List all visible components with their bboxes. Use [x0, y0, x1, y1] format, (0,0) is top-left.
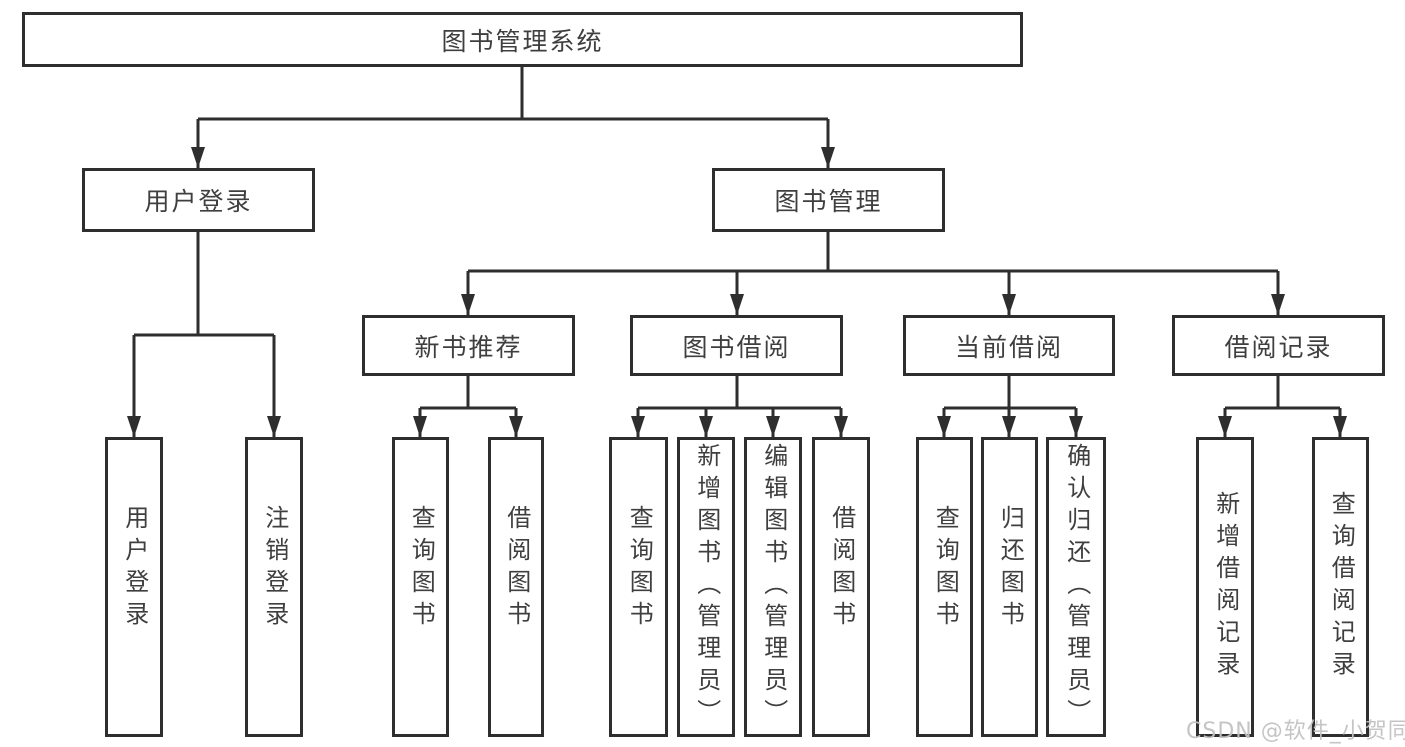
leaf-add-book-admin: 新增图书（管理员） — [677, 437, 735, 737]
leaf-borrow-book-1-label: 借阅图书 — [502, 505, 531, 633]
leaf-confirm-return-admin: 确认归还（管理员） — [1046, 437, 1106, 737]
leaf-confirm-return-admin-label: 确认归还（管理员） — [1062, 443, 1091, 731]
leaf-add-book-admin-label: 新增图书（管理员） — [692, 443, 721, 731]
leaf-query-book-1: 查询图书 — [392, 437, 449, 737]
leaf-borrow-book-2: 借阅图书 — [812, 437, 870, 737]
node-new-book-recommend-label: 新书推荐 — [414, 332, 523, 362]
node-book-management-label: 图书管理 — [774, 187, 883, 216]
csdn-watermark: CSDN @软件_小贺同学 — [1186, 719, 1405, 744]
leaf-user-login-label: 用户登录 — [120, 505, 149, 633]
leaf-logout-label: 注销登录 — [260, 505, 289, 633]
leaf-add-borrow-record-label: 新增借阅记录 — [1211, 491, 1240, 683]
node-root-system: 图书管理系统 — [22, 12, 1023, 67]
node-borrow-record: 借阅记录 — [1172, 315, 1385, 376]
leaf-query-book-3-label: 查询图书 — [931, 505, 960, 633]
leaf-borrow-book-1: 借阅图书 — [488, 437, 544, 737]
leaf-logout: 注销登录 — [245, 437, 303, 737]
leaf-query-borrow-record: 查询借阅记录 — [1312, 437, 1369, 737]
leaf-query-book-2: 查询图书 — [609, 437, 668, 737]
node-book-borrow-label: 图书借阅 — [682, 332, 791, 362]
leaf-edit-book-admin: 编辑图书（管理员） — [744, 437, 802, 737]
node-new-book-recommend: 新书推荐 — [362, 315, 575, 376]
node-book-management: 图书管理 — [712, 168, 945, 232]
leaf-query-book-1-label: 查询图书 — [407, 505, 436, 633]
connector-trunks — [134, 66, 1340, 410]
leaf-return-book: 归还图书 — [981, 437, 1038, 737]
leaf-query-book-2-label: 查询图书 — [625, 505, 654, 633]
leaf-query-borrow-record-label: 查询借阅记录 — [1327, 491, 1356, 683]
node-user-login: 用户登录 — [82, 168, 315, 232]
leaf-return-book-label: 归还图书 — [996, 505, 1025, 633]
leaf-user-login: 用户登录 — [105, 437, 163, 737]
node-book-borrow: 图书借阅 — [630, 315, 843, 376]
leaf-query-book-3: 查询图书 — [916, 437, 973, 737]
node-user-login-label: 用户登录 — [144, 187, 253, 216]
node-borrow-record-label: 借阅记录 — [1224, 332, 1333, 362]
node-current-borrow: 当前借阅 — [903, 315, 1115, 376]
node-current-borrow-label: 当前借阅 — [954, 332, 1063, 362]
leaf-edit-book-admin-label: 编辑图书（管理员） — [759, 443, 788, 731]
leaf-borrow-book-2-label: 借阅图书 — [827, 505, 856, 633]
node-root-label: 图书管理系统 — [441, 26, 604, 56]
leaf-add-borrow-record: 新增借阅记录 — [1196, 437, 1254, 737]
